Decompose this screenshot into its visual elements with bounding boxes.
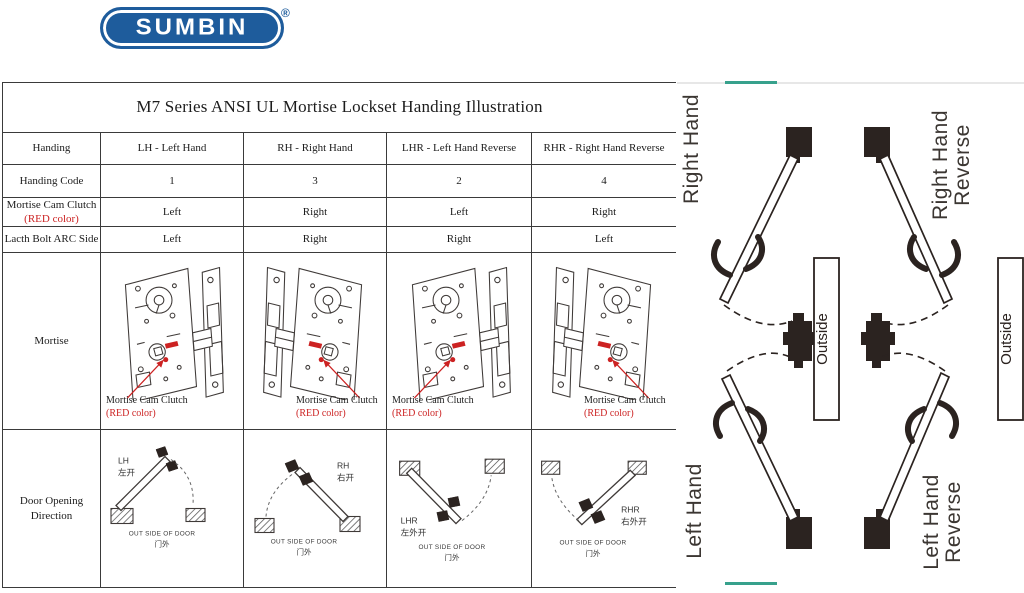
col-header-rhr: RHR - Right Hand Reverse — [532, 133, 676, 165]
cell-code-lh: 1 — [101, 165, 244, 198]
mortise-cell-lhr: Mortise Cam Clutch (RED color) — [387, 253, 532, 430]
svg-text:门外: 门外 — [155, 539, 170, 549]
svg-text:左外开: 左外开 — [401, 527, 427, 538]
svg-text:RHR: RHR — [621, 505, 640, 515]
door-swing-diagram-lhr: LHR 左外开 OUT SIDE OF DOOR 门外 — [399, 458, 505, 562]
row-label-mortise: Mortise — [3, 253, 101, 430]
svg-text:右开: 右开 — [337, 473, 355, 483]
handing-table: M7 Series ANSI UL Mortise Lockset Handin… — [2, 82, 677, 588]
mortise-lock-drawing-lhr — [411, 266, 511, 400]
cell-latch-rh: Right — [244, 227, 387, 253]
door-swing-diagram-rh: RH 右开 OUT SIDE OF DOOR 门外 — [254, 459, 361, 557]
cell-clutch-lh: Left — [101, 198, 244, 227]
red-callout-arrow — [126, 359, 164, 399]
logo-pill: SUMBIN — [100, 7, 284, 49]
door-left-hand-reverse — [878, 352, 959, 523]
svg-text:LH: LH — [118, 456, 129, 466]
cell-clutch-lhr: Left — [387, 198, 532, 227]
door-swing-cell-rhr: RHR 右外开 OUT SIDE OF DOOR 门外 — [532, 430, 676, 587]
svg-text:OUT SIDE OF DOOR: OUT SIDE OF DOOR — [418, 544, 485, 551]
cell-latch-lhr: Right — [387, 227, 532, 253]
red-cam-clutch — [450, 340, 466, 363]
mortise-cell-lh: Mortise Cam Clutch (RED color) — [101, 253, 244, 430]
cam-clutch-note: (RED color) — [24, 213, 79, 225]
door-left-hand — [713, 352, 800, 523]
svg-text:OUT SIDE OF DOOR: OUT SIDE OF DOOR — [559, 540, 626, 547]
door-swing-cell-rh: RH 右开 OUT SIDE OF DOOR 门外 — [244, 430, 387, 587]
accent-bar-bottom — [725, 582, 777, 585]
registered-trademark-icon: ® — [281, 6, 290, 20]
svg-text:门外: 门外 — [444, 552, 460, 562]
cam-clutch-label: Mortise Cam Clutch — [6, 198, 97, 211]
red-callout-arrow — [612, 359, 650, 399]
red-callout-arrow — [413, 359, 451, 399]
cell-clutch-rh: Right — [244, 198, 387, 227]
accent-bar-top — [725, 81, 777, 84]
row-label-handing: Handing — [3, 133, 101, 165]
logo-text: SUMBIN — [135, 14, 249, 41]
svg-text:LHR: LHR — [401, 516, 418, 526]
door-right-hand — [711, 153, 800, 326]
cam-clutch-callout: Mortise Cam Clutch (RED color) — [106, 395, 188, 419]
red-callout-arrow — [323, 359, 361, 399]
svg-text:门外: 门外 — [585, 548, 601, 558]
label-right-hand-reverse-2: Reverse — [951, 124, 974, 206]
red-cam-clutch — [308, 340, 324, 363]
row-label-cam-clutch: Mortise Cam Clutch (RED color) — [3, 198, 101, 227]
label-left-hand: Left Hand — [683, 463, 706, 559]
mortise-cell-rhr: Mortise Cam Clutch (RED color) — [532, 253, 676, 430]
col-header-rh: RH - Right Hand — [244, 133, 387, 165]
svg-text:OUT SIDE OF DOOR: OUT SIDE OF DOOR — [271, 539, 338, 546]
col-header-lh: LH - Left Hand — [101, 133, 244, 165]
label-outside-left: Outside — [814, 313, 831, 365]
label-left-hand-reverse-2: Reverse — [942, 481, 965, 563]
door-handing-plan-drawing: Right Hand Right Hand Reverse Left Hand … — [680, 94, 1024, 570]
row-label-latch-bolt: Lacth Bolt ARC Side — [3, 227, 101, 253]
mortise-lock-drawing-rhr — [552, 266, 652, 400]
svg-text:右外开: 右外开 — [621, 516, 647, 527]
door-swing-cell-lh: LH 左开 OUT SIDE OF DOOR 门外 — [101, 430, 244, 587]
cam-clutch-callout: Mortise Cam Clutch (RED color) — [392, 395, 474, 419]
svg-text:OUT SIDE OF DOOR: OUT SIDE OF DOOR — [129, 531, 196, 538]
red-cam-clutch — [597, 340, 613, 363]
svg-text:左开: 左开 — [118, 468, 136, 478]
col-header-lhr: LHR - Left Hand Reverse — [387, 133, 532, 165]
cam-clutch-callout: Mortise Cam Clutch (RED color) — [296, 395, 378, 419]
cell-latch-lh: Left — [101, 227, 244, 253]
door-swing-diagram-lh: LH 左开 OUT SIDE OF DOOR 门外 — [110, 446, 206, 549]
table-title: M7 Series ANSI UL Mortise Lockset Handin… — [3, 83, 676, 133]
mortise-lock-drawing-rh — [263, 266, 363, 400]
mortise-lock-drawing-lh — [124, 266, 224, 400]
door-swing-cell-lhr: LHR 左外开 OUT SIDE OF DOOR 门外 — [387, 430, 532, 587]
hinge-blocks — [786, 127, 890, 549]
outside-walls: Outside Outside — [813, 257, 1024, 421]
door-swing-diagram-rhr: RHR 右外开 OUT SIDE OF DOOR 门外 — [541, 460, 647, 558]
cell-clutch-rhr: Right — [532, 198, 676, 227]
red-cam-clutch — [163, 340, 179, 363]
row-label-door-opening: Door Opening Direction — [3, 430, 101, 587]
label-right-hand-reverse-1: Right Hand — [929, 110, 952, 220]
handing-diagram-panel: Right Hand Right Hand Reverse Left Hand … — [676, 0, 1024, 593]
label-right-hand: Right Hand — [680, 94, 703, 204]
cell-code-lhr: 2 — [387, 165, 532, 198]
svg-text:RH: RH — [337, 461, 349, 471]
cell-code-rhr: 4 — [532, 165, 676, 198]
svg-text:门外: 门外 — [297, 547, 312, 557]
cam-clutch-callout: Mortise Cam Clutch (RED color) — [584, 395, 666, 419]
mortise-cell-rh: Mortise Cam Clutch (RED color) — [244, 253, 387, 430]
label-outside-right: Outside — [998, 313, 1015, 365]
door-right-hand-reverse — [878, 153, 961, 326]
sumbin-logo: SUMBIN ® — [100, 6, 292, 49]
cell-latch-rhr: Left — [532, 227, 676, 253]
row-label-handing-code: Handing Code — [3, 165, 101, 198]
label-left-hand-reverse-1: Left Hand — [920, 474, 943, 570]
cell-code-rh: 3 — [244, 165, 387, 198]
panel-divider-line — [677, 82, 1024, 84]
